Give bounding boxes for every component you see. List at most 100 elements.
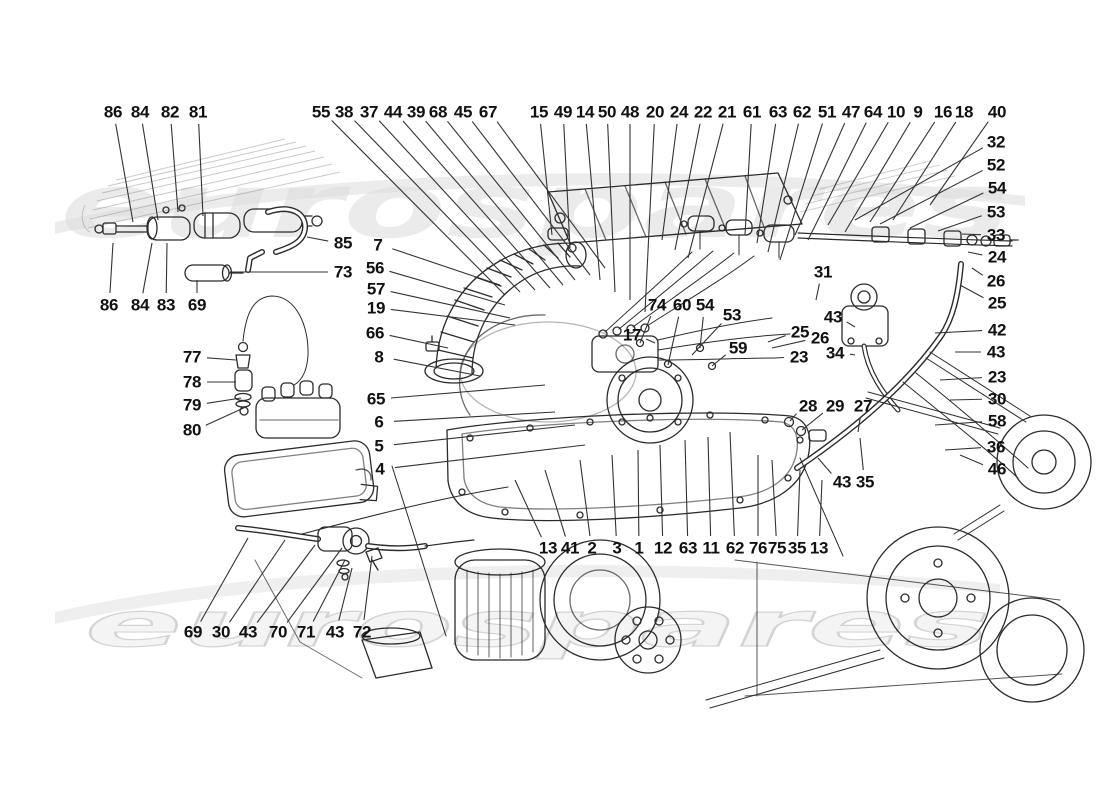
part-number-label[interactable]: 80 [182,420,202,440]
part-number-label[interactable]: 40 [987,102,1007,122]
part-number-label[interactable]: 4 [375,459,385,479]
part-number-label[interactable]: 57 [366,279,386,299]
part-number-label[interactable]: 26 [986,271,1006,291]
part-number-label[interactable]: 16 [933,102,953,122]
part-number-label[interactable]: 68 [428,102,448,122]
part-number-label[interactable]: 33 [986,225,1006,245]
part-number-label[interactable]: 63 [678,538,698,558]
part-number-label[interactable]: 13 [809,538,829,558]
part-number-label[interactable]: 42 [987,320,1007,340]
part-number-label[interactable]: 24 [987,247,1007,267]
part-number-label[interactable]: 43 [325,622,345,642]
part-number-label[interactable]: 25 [790,322,810,342]
part-number-label[interactable]: 5 [374,436,384,456]
part-number-label[interactable]: 56 [365,258,385,278]
part-number-label[interactable]: 32 [986,132,1006,152]
part-number-label[interactable]: 51 [817,102,837,122]
part-number-label[interactable]: 59 [728,338,748,358]
part-number-label[interactable]: 49 [553,102,573,122]
part-number-label[interactable]: 61 [742,102,762,122]
part-number-label[interactable]: 11 [702,538,720,558]
part-number-label[interactable]: 85 [333,233,353,253]
part-number-label[interactable]: 1 [634,538,644,558]
part-number-label[interactable]: 29 [825,396,845,416]
part-number-label[interactable]: 37 [359,102,379,122]
part-number-label[interactable]: 44 [383,102,403,122]
part-number-label[interactable]: 69 [187,295,207,315]
part-number-label[interactable]: 35 [855,472,875,492]
part-number-label[interactable]: 86 [99,295,119,315]
part-number-label[interactable]: 23 [987,367,1007,387]
part-number-label[interactable]: 67 [478,102,498,122]
part-number-label[interactable]: 30 [987,389,1007,409]
part-number-label[interactable]: 48 [620,102,640,122]
part-number-label[interactable]: 10 [886,102,906,122]
part-number-label[interactable]: 20 [645,102,665,122]
part-number-label[interactable]: 31 [813,262,833,282]
part-number-label[interactable]: 82 [160,102,180,122]
part-number-label[interactable]: 52 [986,155,1006,175]
part-number-label[interactable]: 76 [748,538,768,558]
part-number-label[interactable]: 74 [647,295,667,315]
part-number-label[interactable]: 43 [238,622,258,642]
part-number-label[interactable]: 9 [913,102,923,122]
part-number-label[interactable]: 73 [333,262,353,282]
part-number-label[interactable]: 28 [798,396,818,416]
part-number-label[interactable]: 79 [182,395,202,415]
part-number-label[interactable]: 70 [268,622,288,642]
part-number-label[interactable]: 39 [406,102,426,122]
part-number-label[interactable]: 55 [311,102,331,122]
part-number-label[interactable]: 69 [183,622,203,642]
part-number-label[interactable]: 78 [182,372,202,392]
part-number-label[interactable]: 3 [612,538,622,558]
part-number-label[interactable]: 36 [986,437,1006,457]
part-number-label[interactable]: 25 [987,293,1007,313]
part-number-label[interactable]: 21 [717,102,737,122]
part-number-label[interactable]: 58 [987,411,1007,431]
part-number-label[interactable]: 27 [853,396,873,416]
part-number-label[interactable]: 54 [987,178,1007,198]
part-number-label[interactable]: 64 [863,102,883,122]
part-number-label[interactable]: 34 [825,343,845,363]
part-number-label[interactable]: 38 [334,102,354,122]
part-number-label[interactable]: 35 [787,538,807,558]
part-number-label[interactable]: 15 [529,102,549,122]
part-number-label[interactable]: 7 [373,235,383,255]
part-number-label[interactable]: 14 [575,102,595,122]
part-number-label[interactable]: 45 [453,102,473,122]
part-number-label[interactable]: 81 [188,102,208,122]
part-number-label[interactable]: 75 [767,538,787,558]
part-number-label[interactable]: 53 [722,305,742,325]
part-number-label[interactable]: 66 [365,323,385,343]
part-number-label[interactable]: 23 [789,347,809,367]
part-number-label[interactable]: 53 [986,202,1006,222]
part-number-label[interactable]: 24 [669,102,689,122]
part-number-label[interactable]: 62 [792,102,812,122]
part-number-label[interactable]: 41 [560,538,580,558]
part-number-label[interactable]: 60 [672,295,692,315]
part-number-label[interactable]: 26 [810,328,830,348]
part-number-label[interactable]: 43 [823,307,843,327]
part-number-label[interactable]: 46 [987,459,1007,479]
part-number-label[interactable]: 19 [366,298,386,318]
part-number-label[interactable]: 22 [693,102,713,122]
part-number-label[interactable]: 83 [156,295,176,315]
part-number-label[interactable]: 17 [622,325,642,345]
part-number-label[interactable]: 71 [296,622,316,642]
part-number-label[interactable]: 72 [352,622,372,642]
part-number-label[interactable]: 30 [211,622,231,642]
part-number-label[interactable]: 47 [841,102,861,122]
part-number-label[interactable]: 2 [587,538,597,558]
part-number-label[interactable]: 18 [954,102,974,122]
part-number-label[interactable]: 13 [538,538,558,558]
part-number-label[interactable]: 43 [832,472,852,492]
part-number-label[interactable]: 84 [130,102,150,122]
part-number-label[interactable]: 8 [374,347,384,367]
part-number-label[interactable]: 63 [768,102,788,122]
part-number-label[interactable]: 54 [695,295,715,315]
part-number-label[interactable]: 6 [374,412,384,432]
part-number-label[interactable]: 43 [986,342,1006,362]
part-number-label[interactable]: 12 [653,538,673,558]
part-number-label[interactable]: 77 [182,347,202,367]
part-number-label[interactable]: 62 [725,538,745,558]
